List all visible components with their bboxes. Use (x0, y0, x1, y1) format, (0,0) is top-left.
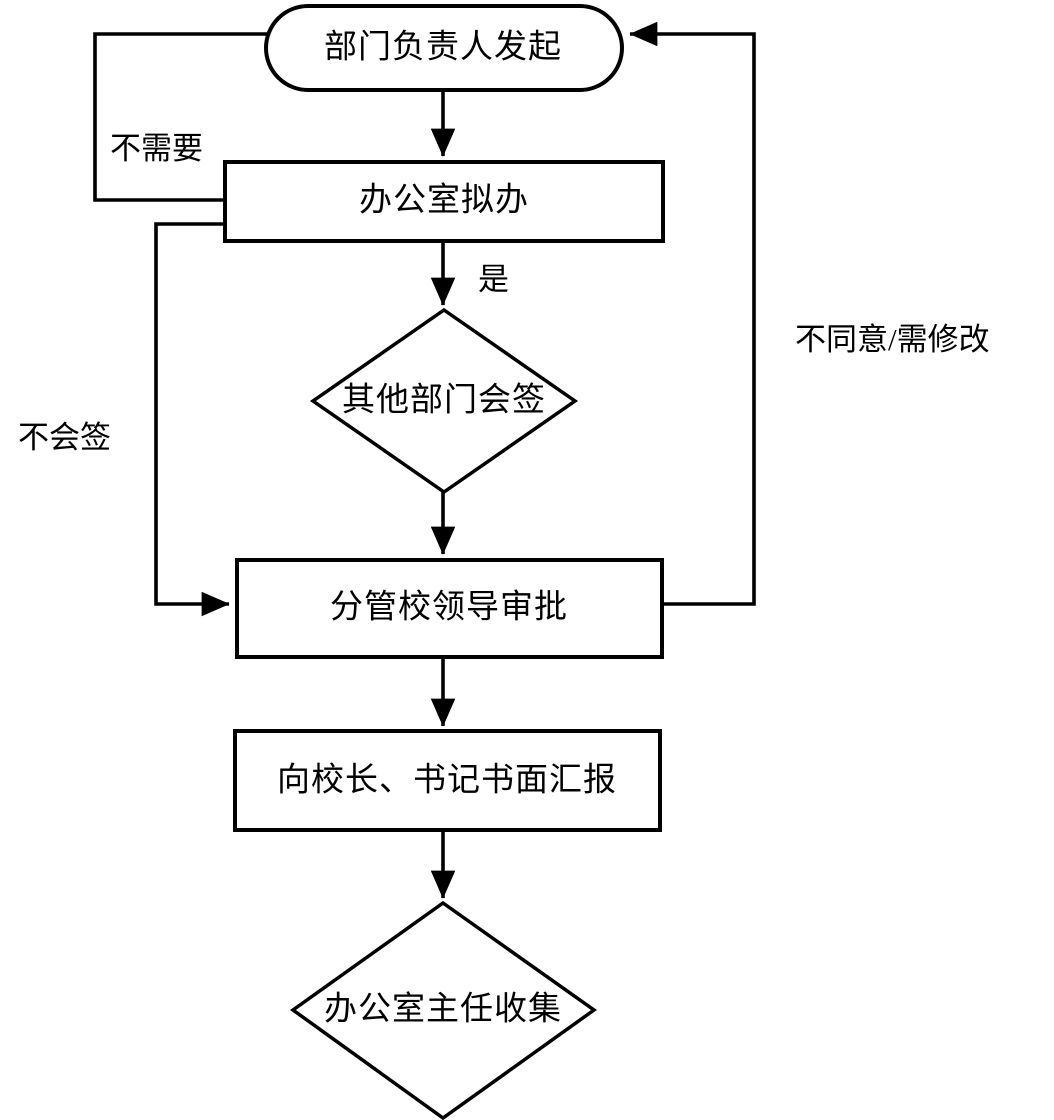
node-countersign-decision[interactable]: 其他部门会签 (309, 307, 579, 495)
node-office-draft[interactable]: 办公室拟办 (223, 160, 665, 243)
edge-office-to-leader-no-countersign: 不会签 (18, 222, 230, 617)
node-label-countersign: 其他部门会签 (342, 382, 546, 419)
node-label-written-report: 向校长、书记书面汇报 (277, 762, 617, 799)
node-shape-diamond (309, 307, 579, 495)
edge-label-not-needed: 不需要 (110, 131, 203, 166)
node-shape-rect (233, 729, 662, 832)
node-office-director-collect[interactable]: 办公室主任收集 (289, 900, 598, 1120)
edge-label-yes: 是 (478, 262, 509, 297)
node-label-office-draft: 办公室拟办 (359, 182, 529, 219)
node-shape-stadium (264, 4, 624, 92)
edge-office-to-countersign: 是 (430, 241, 509, 306)
node-label-office-director-collect: 办公室主任收集 (324, 991, 562, 1028)
node-shape-rect (223, 160, 665, 243)
node-label-initiator: 部门负责人发起 (324, 29, 562, 66)
node-initiator[interactable]: 部门负责人发起 (264, 4, 624, 92)
edge-label-no-countersign: 不会签 (18, 420, 111, 455)
edge-line (154, 222, 230, 617)
node-leader-approval[interactable]: 分管校领导审批 (235, 558, 664, 659)
node-shape-rect (235, 558, 664, 659)
node-shape-diamond (289, 900, 598, 1120)
edge-leader-back-to-initiator: 不同意/需修改 (629, 21, 990, 606)
edge-label-reject-revise: 不同意/需修改 (795, 322, 990, 357)
edge-line (629, 21, 756, 606)
node-label-leader-approval: 分管校领导审批 (330, 589, 568, 626)
node-written-report[interactable]: 向校长、书记书面汇报 (233, 729, 662, 832)
